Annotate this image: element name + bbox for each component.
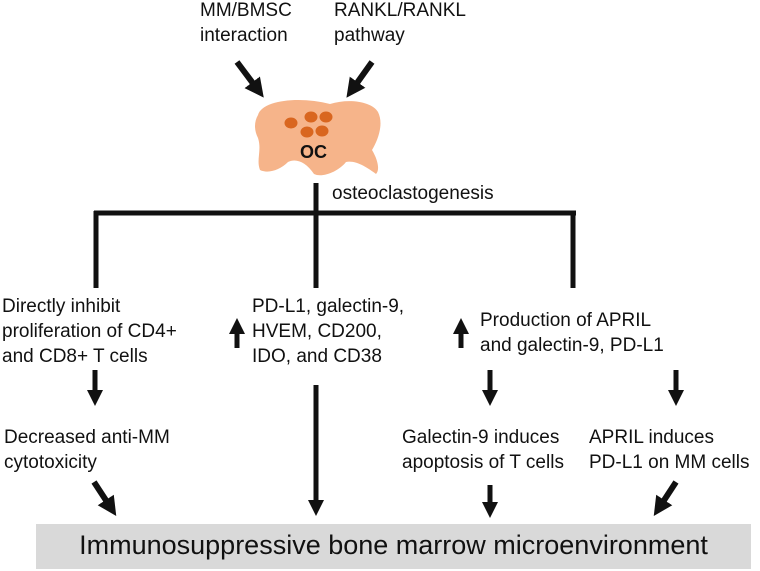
oc-nucleus [304, 111, 318, 123]
branch-middle-text: PD-L1, galectin-9, HVEM, CD200, IDO, and… [252, 294, 404, 369]
input-right-line1: RANKL/RANKL [334, 0, 466, 21]
branch-right-text: Production of APRIL and galectin-9, PD-L… [480, 308, 664, 358]
osteoclast-cell [255, 99, 381, 176]
branch-left-line: proliferation of CD4+ [2, 321, 177, 342]
branch-left-line: and CD8+ T cells [2, 346, 148, 367]
branch-right-sub-left: Galectin-9 induces apoptosis of T cells [402, 425, 564, 475]
input-right-label: RANKL/RANKL pathway [334, 0, 466, 48]
branch-left-line: Directly inhibit [2, 296, 121, 317]
outcome-label: Immunosuppressive bone marrow microenvir… [79, 530, 708, 560]
branch-right-sub-left-line: Galectin-9 induces [402, 427, 560, 448]
input-right-line2: pathway [334, 25, 405, 46]
branch-right-line: and galectin-9, PD-L1 [480, 335, 664, 356]
branch-left-text: Directly inhibit proliferation of CD4+ a… [2, 294, 177, 369]
branch-right-sub-right-line: APRIL induces [589, 427, 714, 448]
oc-nucleus [284, 117, 298, 129]
oc-nucleus [315, 125, 329, 137]
branch-left-result: Decreased anti-MM cytotoxicity [4, 425, 170, 475]
branch-right-sub-right-line: PD-L1 on MM cells [589, 452, 750, 473]
input-left-line1: MM/BMSC [200, 0, 292, 21]
branch-right-sub-left-line: apoptosis of T cells [402, 452, 564, 473]
arrow-sub-right-to-outcome [653, 480, 679, 517]
branch-left-result-line: cytotoxicity [4, 452, 97, 473]
oc-nucleus [319, 111, 333, 123]
oc-nucleus [300, 126, 314, 138]
outcome-box: Immunosuppressive bone marrow microenvir… [36, 524, 751, 569]
trunk-label: osteoclastogenesis [332, 183, 494, 204]
branch-middle-line: HVEM, CD200, [252, 321, 382, 342]
input-left-label: MM/BMSC interaction [200, 0, 292, 48]
branch-right-line: Production of APRIL [480, 310, 652, 331]
branch-middle-line: PD-L1, galectin-9, [252, 296, 405, 317]
oc-label: OC [300, 142, 327, 162]
branch-middle-line: IDO, and CD38 [252, 346, 382, 367]
input-left-line2: interaction [200, 25, 288, 46]
branch-right-sub-right: APRIL induces PD-L1 on MM cells [589, 425, 750, 475]
branch-left-result-line: Decreased anti-MM [4, 427, 170, 448]
arrow-left-to-outcome [91, 480, 117, 517]
arrow-input-right [346, 60, 375, 98]
arrow-input-left [234, 60, 264, 98]
